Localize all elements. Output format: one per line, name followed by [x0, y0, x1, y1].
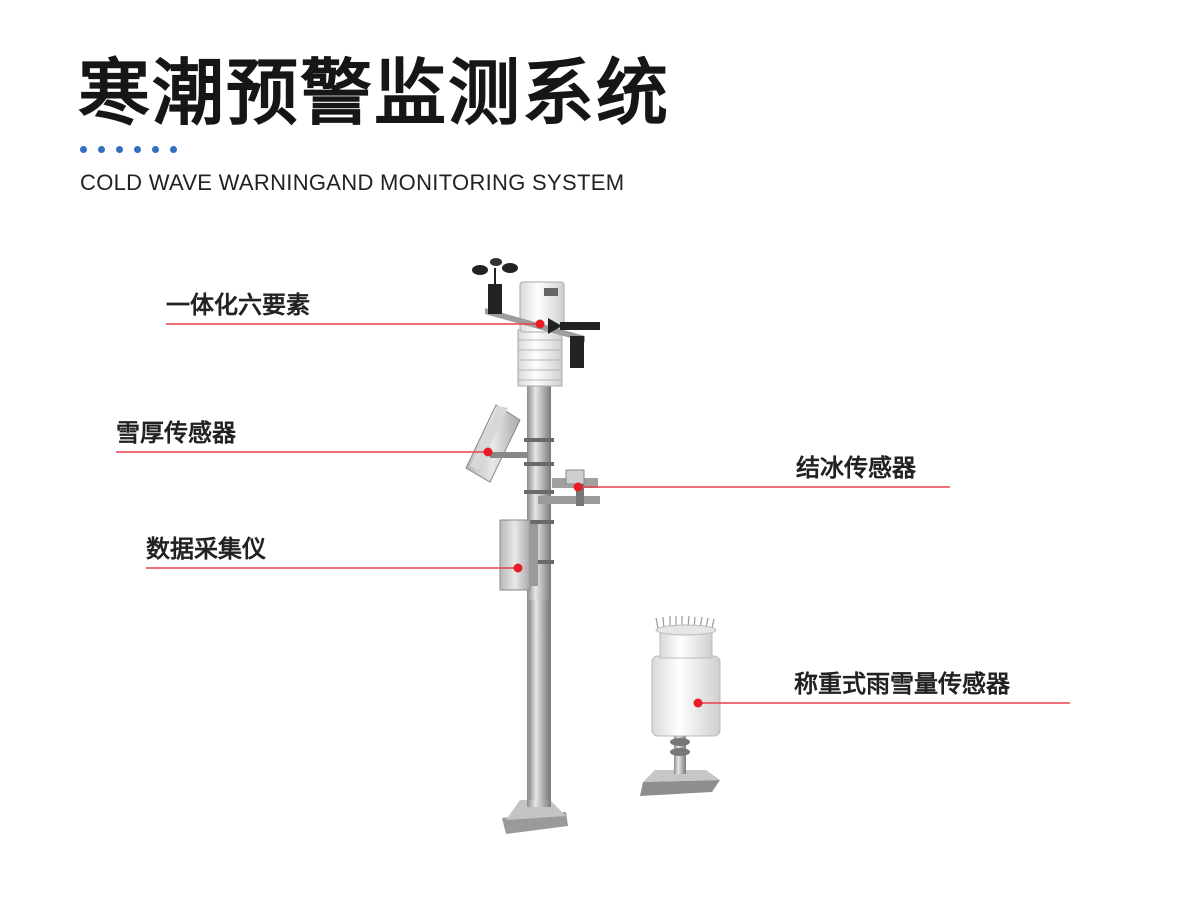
label-data-logger: 数据采集仪: [146, 535, 266, 563]
label-icing: 结冰传感器: [796, 454, 916, 482]
icing-sensor: [538, 469, 600, 506]
marker-dots: [483, 319, 703, 708]
label-snow-depth: 雪厚传感器: [116, 419, 236, 447]
dot: [116, 146, 123, 153]
dot: [80, 146, 87, 153]
dot: [98, 146, 105, 153]
marker-data-logger: [513, 563, 523, 573]
label-six-element: 一体化六要素: [166, 291, 310, 319]
rain-snow-gauge: [640, 615, 721, 796]
dot: [134, 146, 141, 153]
decorative-dots: [80, 146, 177, 153]
label-rain-snow-gauge: 称重式雨雪量传感器: [794, 670, 1010, 698]
marker-rain-snow-gauge: [693, 698, 703, 708]
page-subtitle: COLD WAVE WARNINGAND MONITORING SYSTEM: [80, 170, 625, 195]
marker-snow-depth: [483, 447, 493, 457]
dot: [152, 146, 159, 153]
pole-straps: [524, 438, 554, 564]
dot: [170, 146, 177, 153]
data-logger-box: [499, 519, 538, 591]
leader-lines: [116, 323, 1070, 704]
six-element-sensor: [472, 258, 600, 387]
marker-six-element: [535, 319, 545, 329]
snow-depth-sensor: [465, 404, 528, 483]
marker-icing: [573, 482, 583, 492]
page-title: 寒潮预警监测系统: [78, 51, 671, 135]
